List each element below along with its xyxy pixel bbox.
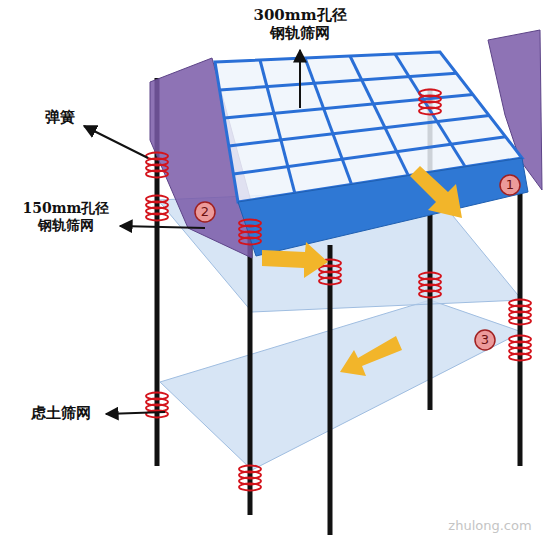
callout-circle [500,175,520,195]
part-label: 300mm孔径 钢轨筛网 [250,6,350,42]
spring-coil [239,484,261,491]
grid-line [305,58,352,184]
flow-arrows [262,166,462,376]
callout-number: 1 [500,176,520,194]
leader-arrow [106,412,165,414]
grid-line [220,73,457,90]
spring-coil [509,354,531,361]
chute-tray [238,158,528,256]
spring-coil [239,238,261,245]
leader-arrow [84,126,148,158]
grid-line [260,60,295,193]
callout-number: 2 [195,203,215,221]
leader-arrows [84,50,300,414]
flow-arrow [410,166,462,218]
watermark: zhulong.com [440,518,540,534]
leader-arrow [120,226,205,228]
spring-coil [419,291,441,298]
spring-coil [509,318,531,325]
part-label: 150mm孔径 钢轨筛网 [14,200,118,234]
flow-arrow [340,336,402,376]
post [328,245,333,535]
callout-circles [195,175,520,350]
part-label: 虑土筛网 [18,404,104,422]
leader-arrow [299,50,301,108]
callout-circle [475,330,495,350]
callout-circle [195,202,215,222]
filter-screen [160,300,522,470]
spring-coil [146,171,168,178]
springs [146,90,531,491]
spring-coil [146,214,168,221]
spring-coil [419,108,441,115]
callout-number: 3 [475,331,495,349]
spring-coil [319,278,341,285]
flow-arrow [262,242,328,278]
grid-line [224,94,473,118]
part-label: 弹簧 [38,108,82,126]
